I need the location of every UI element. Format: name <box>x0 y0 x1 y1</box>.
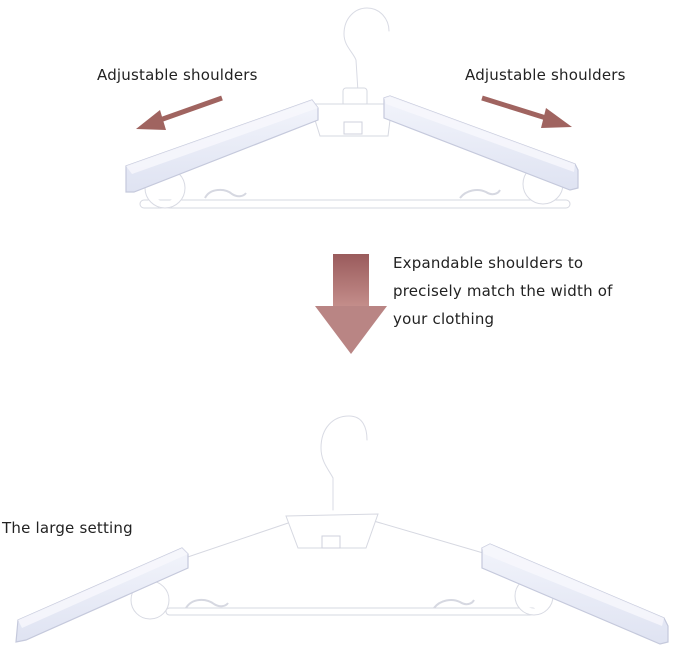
left-direction-arrow <box>136 95 223 130</box>
bottom-hanger-hook <box>314 412 368 514</box>
top-hanger <box>125 4 579 209</box>
top-hanger-hook <box>337 4 390 96</box>
large-setting-label: The large setting <box>2 519 133 537</box>
bottom-hanger <box>15 412 669 645</box>
adjustable-shoulders-right-label: Adjustable shoulders <box>465 66 626 84</box>
expandable-shoulders-caption: Expandable shoulders to precisely match … <box>393 249 613 333</box>
caption-line-1: Expandable shoulders to <box>393 254 584 272</box>
caption-line-2: precisely match the width of <box>393 282 613 300</box>
down-arrow <box>315 254 387 354</box>
right-direction-arrow <box>481 95 572 128</box>
caption-line-3: your clothing <box>393 310 495 328</box>
adjustable-shoulders-left-label: Adjustable shoulders <box>97 66 258 84</box>
